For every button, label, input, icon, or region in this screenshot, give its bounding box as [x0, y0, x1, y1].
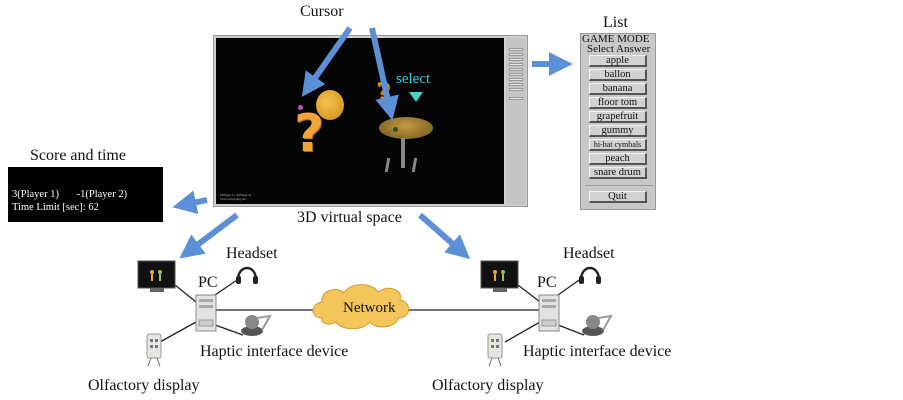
cursor-dot [393, 127, 398, 132]
virtual-space-label: 3D virtual space [297, 209, 402, 226]
right-monitor-icon [480, 260, 519, 292]
player2-score: -1(Player 2) [76, 189, 128, 200]
answer-button-grapefruit[interactable]: grapefruit [589, 111, 647, 123]
scene-score-text: 3(Player 1) -1(Player 2) [220, 193, 252, 197]
right-pc-icon [538, 294, 560, 332]
left-haptic-device-icon [241, 314, 272, 336]
divider [585, 185, 653, 186]
answer-list-panel: GAME MODE Select Answer apple ballon ban… [580, 33, 656, 210]
score-and-time-box: 3(Player 1) -1(Player 2) Time Limit [sec… [8, 167, 163, 222]
mini-button[interactable] [509, 48, 523, 51]
score-and-time-label: Score and time [30, 147, 126, 164]
left-monitor-icon [137, 260, 176, 292]
answer-button-floor-tom[interactable]: floor tom [589, 97, 647, 109]
mini-button[interactable] [509, 63, 523, 66]
arrow-to-right-monitor [418, 212, 471, 260]
left-headset-label: Headset [226, 245, 278, 262]
mini-quit-button[interactable] [509, 97, 523, 100]
mini-button[interactable] [509, 83, 523, 86]
left-headset-icon [236, 266, 258, 284]
virtual-space-window: ? ? select 3(Player 1) -1(Player 2) Time… [213, 35, 528, 207]
cursor-arrow-right [369, 27, 399, 121]
cymbal [379, 117, 433, 139]
left-station-lines [159, 277, 244, 343]
cursor-dot [298, 105, 303, 110]
list-label: List [603, 14, 628, 31]
answer-button-peach[interactable]: peach [589, 153, 647, 165]
network-cloud [312, 284, 410, 330]
select-answer-subtitle: Select Answer [587, 43, 651, 55]
game-mode-title: GAME MODE [582, 33, 650, 45]
left-pc-label: PC [198, 274, 218, 291]
quit-button[interactable]: Quit [589, 191, 647, 203]
question-mark-icon: ? [294, 104, 325, 164]
answer-button-banana[interactable]: banana [589, 83, 647, 95]
mini-button[interactable] [509, 88, 523, 91]
mini-button[interactable] [509, 78, 523, 81]
mini-button[interactable] [509, 68, 523, 71]
answer-button-apple[interactable]: apple [589, 55, 647, 67]
mini-button[interactable] [509, 58, 523, 61]
time-limit: Time Limit [sec]: 62 [12, 202, 99, 213]
answer-button-ballon[interactable]: ballon [589, 69, 647, 81]
network-label: Network [343, 300, 396, 316]
right-olfactory-display-icon [487, 333, 503, 367]
mini-answer-panel [506, 38, 526, 204]
mini-button[interactable] [509, 53, 523, 56]
mini-button[interactable] [509, 73, 523, 76]
left-olfactory-label: Olfactory display [88, 377, 200, 394]
player1-score: 3(Player 1) [12, 189, 59, 200]
scene-viewport[interactable]: ? ? select 3(Player 1) -1(Player 2) Time… [216, 38, 504, 204]
cymbal-stand [401, 138, 405, 168]
scene-time-text: Time Limit [sec]: 62 [220, 197, 246, 201]
cursor-label: Cursor [300, 3, 344, 20]
right-olfactory-label: Olfactory display [432, 377, 544, 394]
select-arrow-icon [409, 92, 423, 102]
answer-button-snare-drum[interactable]: snare drum [589, 167, 647, 179]
cursor-arrow-left [301, 26, 353, 97]
answer-button-hi-hat-cymbals[interactable]: hi-hat cymbals [589, 139, 647, 151]
right-haptic-device-icon [582, 314, 613, 336]
left-olfactory-display-icon [146, 333, 162, 367]
right-station-lines [504, 277, 585, 343]
right-headset-icon [579, 266, 601, 284]
left-pc-icon [195, 294, 217, 332]
right-haptic-label: Haptic interface device [523, 343, 672, 360]
answer-button-gummy[interactable]: gummy [589, 125, 647, 137]
right-pc-label: PC [537, 274, 557, 291]
arrow-to-score [172, 190, 208, 215]
arrow-to-left-monitor [179, 212, 239, 259]
right-headset-label: Headset [563, 245, 615, 262]
select-label: select [396, 71, 431, 87]
left-haptic-label: Haptic interface device [200, 343, 349, 360]
